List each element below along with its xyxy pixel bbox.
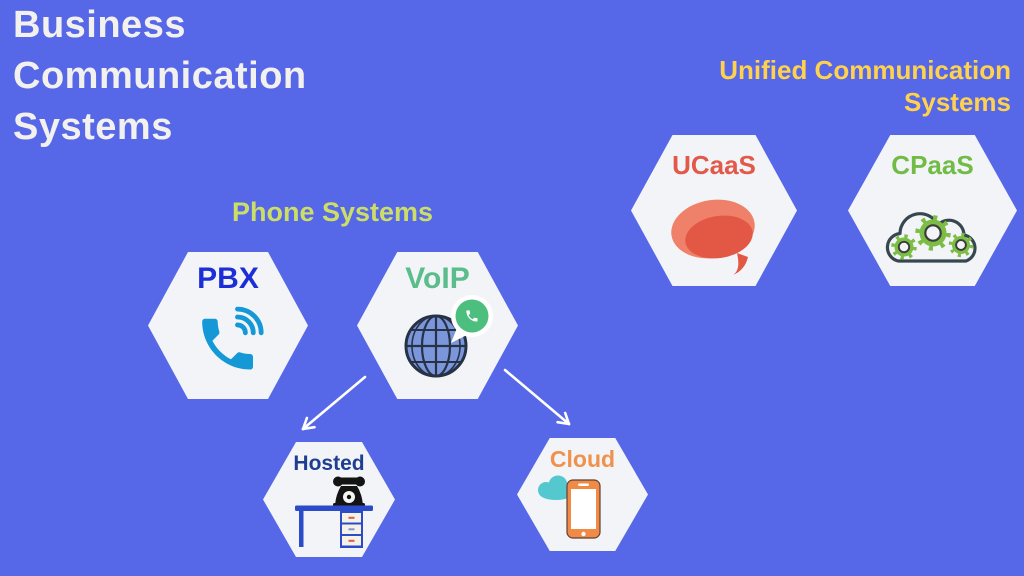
hexagon-pbx: PBX [148,252,308,399]
rotary-phone-icon [333,476,365,507]
hosted-label: Hosted [293,452,365,475]
telephone-handset-ringing-icon [202,306,264,370]
ucaas-label: UCaaS [672,150,756,180]
desk-icon [295,505,373,548]
cpaas-label: CPaaS [891,150,974,180]
smartphone-icon [566,479,601,539]
voip-label: VoIP [405,262,470,295]
arrow-voip-to-hosted [301,375,367,431]
cloud-smartphone-icon [538,475,601,539]
hexagon-voip: VoIP [357,252,518,399]
pbx-label: PBX [197,262,259,295]
phone-systems-label: Phone Systems [232,197,434,227]
desk-rotary-phone-icon [295,476,373,548]
page-title: Business Communication Systems [13,4,307,148]
call-badge-icon [451,295,493,343]
globe-icon [404,314,468,378]
hexagon-ucaas: UCaaS [631,135,797,286]
hexagon-cpaas: CPaaS [848,135,1017,286]
speech-bubble-icon [671,199,755,275]
cloud-gears-icon [885,212,977,263]
teal-cloud-icon [538,475,576,500]
globe-with-call-badge-icon [404,295,493,378]
gear-right-icon [948,232,974,258]
unified-communication-systems-label: Unified Communication Systems [719,55,1011,117]
hexagon-cloud: Cloud [517,438,648,551]
gear-left-icon [891,234,917,260]
gear-large-icon [915,215,951,251]
arrow-voip-to-cloud [503,368,571,426]
cloud-label: Cloud [549,446,616,472]
hexagon-hosted: Hosted [263,442,395,557]
